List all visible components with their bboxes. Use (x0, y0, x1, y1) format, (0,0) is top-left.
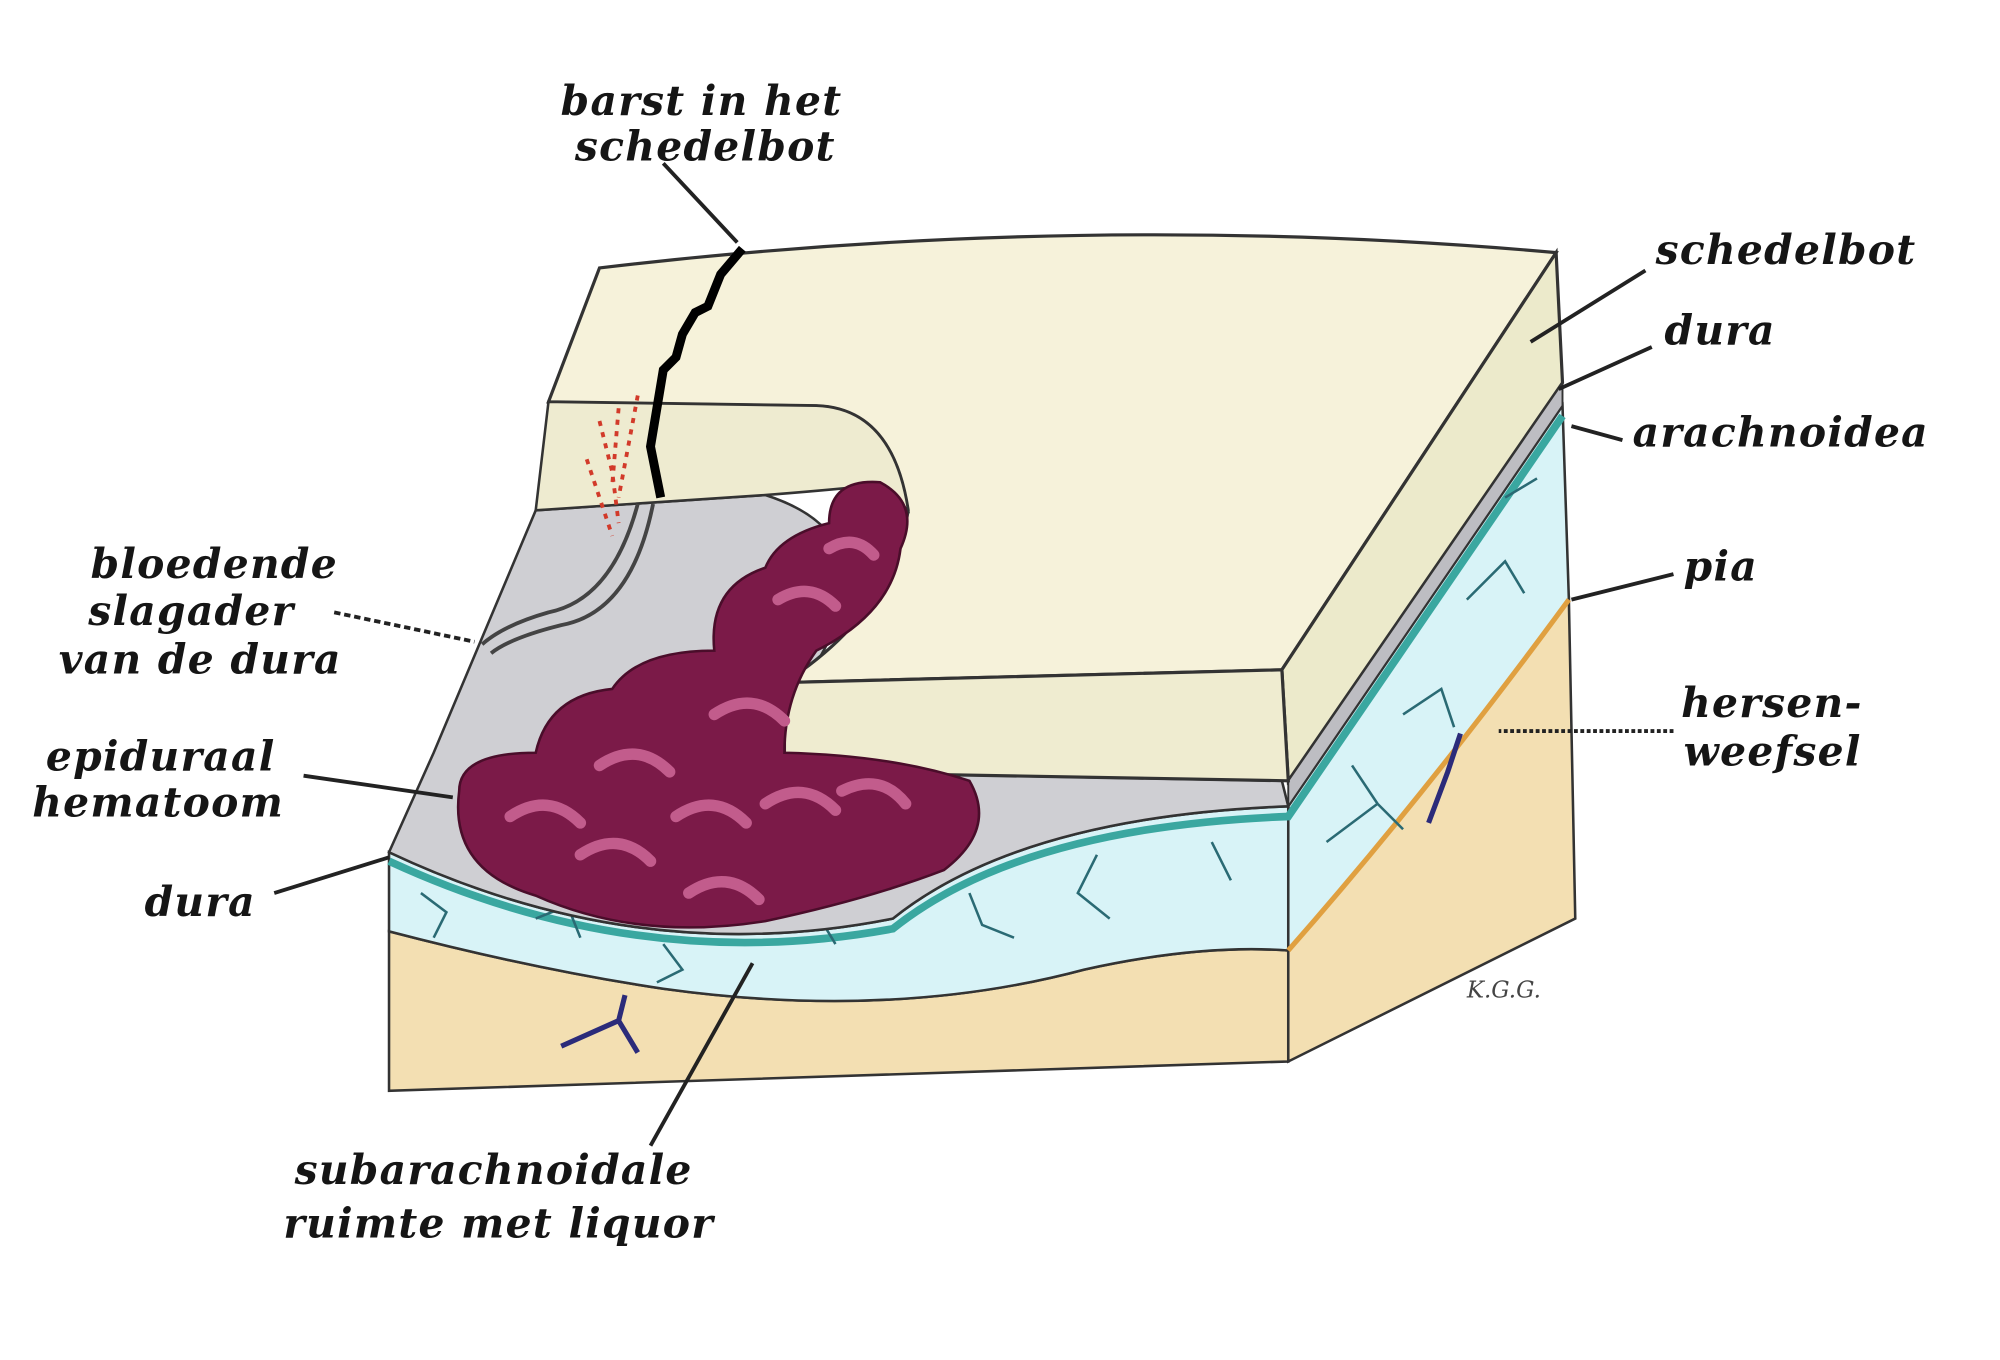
blood-spatter (584, 395, 640, 537)
bleeding-artery (480, 503, 655, 655)
label-brain-line1: hersen- (1681, 679, 1863, 727)
hematoma-highlights (504, 536, 912, 906)
label-subarachnoid-line1: subarachnoidale (294, 1146, 693, 1194)
label-arachnoid: arachnoidea (1633, 409, 1929, 457)
leader-pia (1570, 572, 1674, 602)
label-artery-line2: slagader (87, 587, 295, 635)
skull-fracture-crack (645, 245, 746, 499)
artist-signature: K.G.G. (1466, 978, 1541, 1004)
leader-artery (333, 610, 475, 644)
label-skull-bone: schedelbot (1655, 226, 1917, 274)
epidural-hematoma (456, 480, 981, 929)
leader-subarachnoid (648, 962, 755, 1147)
label-brain-line2: weefsel (1684, 727, 1862, 775)
label-dura-right: dura (1665, 306, 1776, 354)
label-pia: pia (1684, 542, 1758, 590)
label-subarachnoid-line2: ruimte met liquor (283, 1200, 715, 1248)
label-hematoma-line1: epiduraal (46, 733, 276, 781)
leader-dura-left (273, 855, 390, 895)
label-artery-line1: bloedende (91, 540, 338, 588)
neuron-1 (560, 732, 1463, 1054)
leader-fracture (661, 161, 739, 244)
dura-side (1287, 379, 1564, 810)
label-artery-line3: van de dura (59, 636, 342, 684)
label-fracture-line1: barst in het (561, 77, 843, 125)
pia-line (1286, 598, 1571, 953)
leader-arachnoid (1570, 424, 1623, 442)
skull-bone-cut-wall (534, 400, 910, 514)
leader-dura-right (1557, 345, 1653, 391)
arachnoid-line (387, 413, 1566, 947)
label-dura-left: dura (145, 878, 256, 926)
label-fracture-line2: schedelbot (574, 123, 836, 171)
label-hematoma-line2: hematoom (32, 779, 284, 827)
leader-hematoma (303, 773, 454, 800)
leader-skull-bone (1529, 268, 1647, 344)
